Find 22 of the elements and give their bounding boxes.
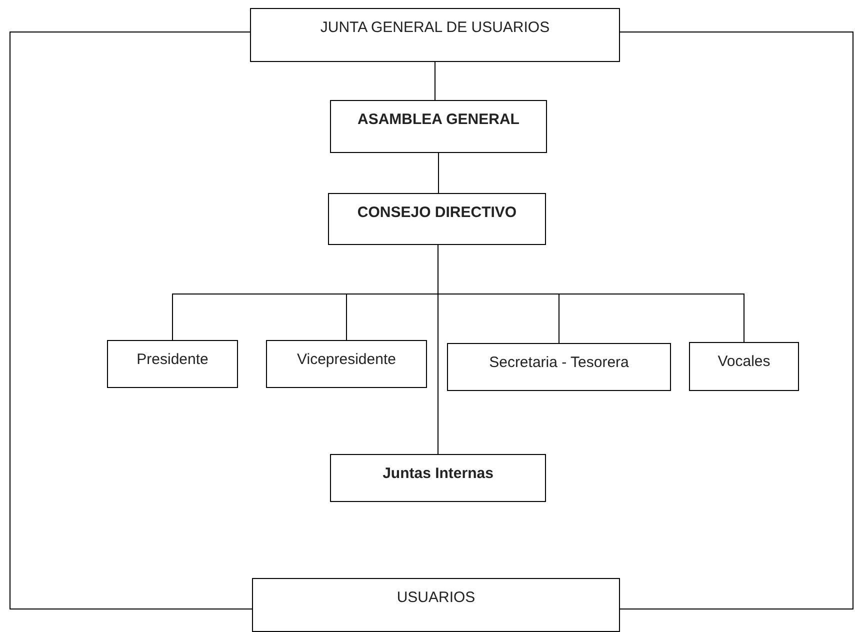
box-label: Presidente: [136, 350, 208, 370]
box-label: JUNTA GENERAL DE USUARIOS: [320, 18, 550, 38]
org-box: [330, 454, 546, 502]
org-box: [689, 342, 799, 391]
org-box: [447, 343, 671, 391]
connector-line: [10, 32, 252, 610]
box-label: ASAMBLEA GENERAL: [358, 110, 520, 130]
org-box: [252, 578, 620, 632]
connector-line: [620, 32, 854, 610]
org-box: [266, 340, 427, 388]
org-box: [107, 340, 238, 388]
box-label: Secretaria - Tesorera: [489, 353, 629, 373]
connector-line: [438, 152, 439, 194]
connector-line: [434, 62, 436, 100]
box-label: Vicepresidente: [297, 350, 396, 370]
org-box: [330, 100, 547, 153]
box-label: USUARIOS: [396, 588, 476, 608]
box-label: CONSEJO DIRECTIVO: [357, 203, 517, 223]
org-box: [328, 193, 546, 245]
org-box: [250, 8, 620, 62]
box-label: Juntas Internas: [382, 464, 494, 484]
box-label: Vocales: [718, 352, 770, 372]
